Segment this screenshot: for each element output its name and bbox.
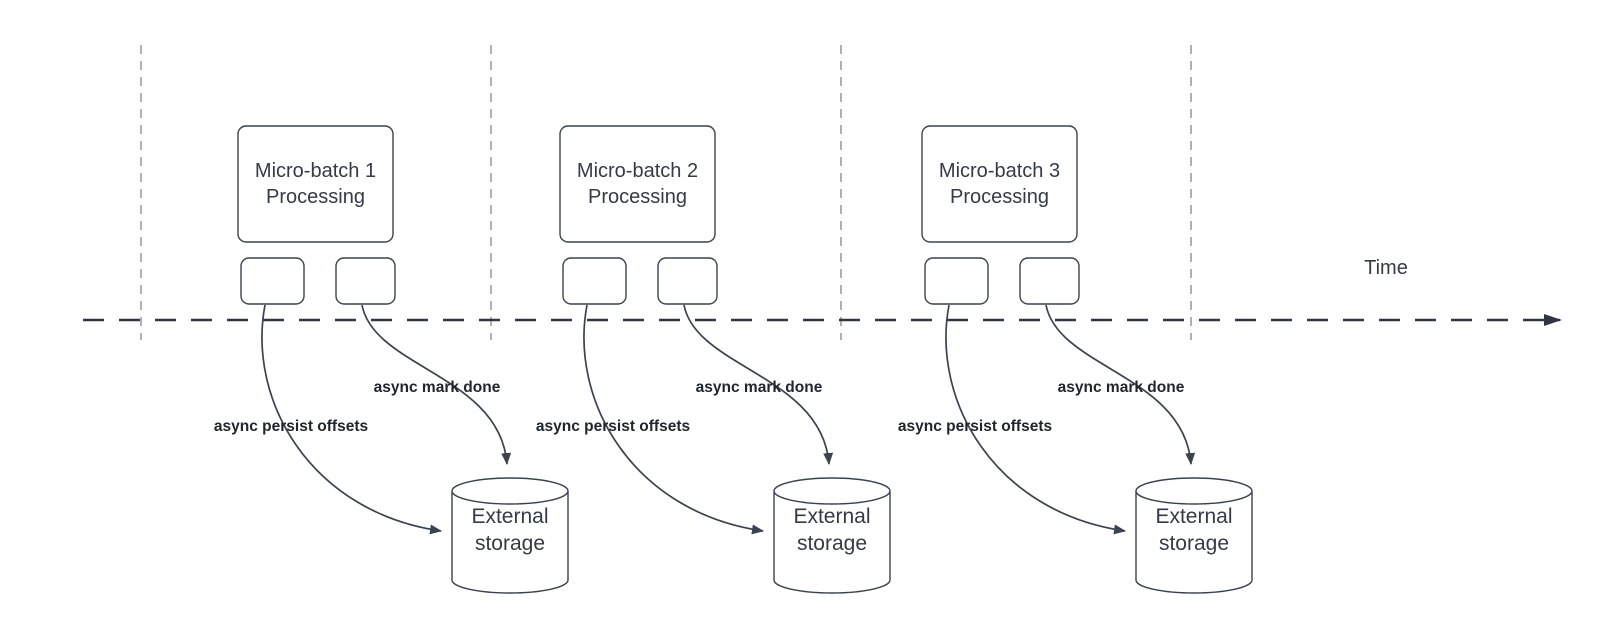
- done-task-chip: [1019, 257, 1080, 305]
- persist-arrow: [583, 304, 764, 535]
- persist-task-chip: [924, 257, 989, 305]
- persist-arrow: [261, 304, 442, 535]
- microbatch-title: Micro-batch 3 Processing: [938, 160, 1061, 208]
- storage-cylinder-body: [451, 491, 569, 594]
- external-storage-label: External storage: [1155, 505, 1233, 555]
- done-arrow: [1045, 304, 1196, 465]
- persist-arrow: [945, 304, 1126, 535]
- external-storage-label: External storage: [471, 505, 549, 555]
- storage-cylinder-top: [451, 477, 569, 505]
- time-axis-label: Time: [1364, 257, 1408, 279]
- mark-done-label: async mark done: [373, 379, 501, 396]
- microbatch-group-2: [559, 125, 891, 594]
- done-arrow: [361, 304, 512, 465]
- microbatch-title: Micro-batch 1 Processing: [254, 160, 377, 208]
- microbatch-title: Micro-batch 2 Processing: [576, 160, 699, 208]
- microbatch-box: [559, 125, 716, 243]
- mark-done-label: async mark done: [1057, 379, 1185, 396]
- storage-cylinder-body: [1135, 491, 1253, 594]
- done-task-chip: [335, 257, 396, 305]
- microbatch-box: [921, 125, 1078, 243]
- storage-cylinder-top: [773, 477, 891, 505]
- persist-task-chip: [562, 257, 627, 305]
- external-storage-label: External storage: [793, 505, 871, 555]
- done-task-chip: [657, 257, 718, 305]
- storage-cylinder-body: [773, 491, 891, 594]
- storage-cylinder-top: [1135, 477, 1253, 505]
- microbatch-box: [237, 125, 394, 243]
- microbatch-group-3: [921, 125, 1253, 594]
- done-arrow: [683, 304, 834, 465]
- persist-task-chip: [240, 257, 305, 305]
- microbatch-group-1: [237, 125, 569, 594]
- persist-offsets-label: async persist offsets: [897, 418, 1053, 435]
- persist-offsets-label: async persist offsets: [535, 418, 691, 435]
- persist-offsets-label: async persist offsets: [213, 418, 369, 435]
- mark-done-label: async mark done: [695, 379, 823, 396]
